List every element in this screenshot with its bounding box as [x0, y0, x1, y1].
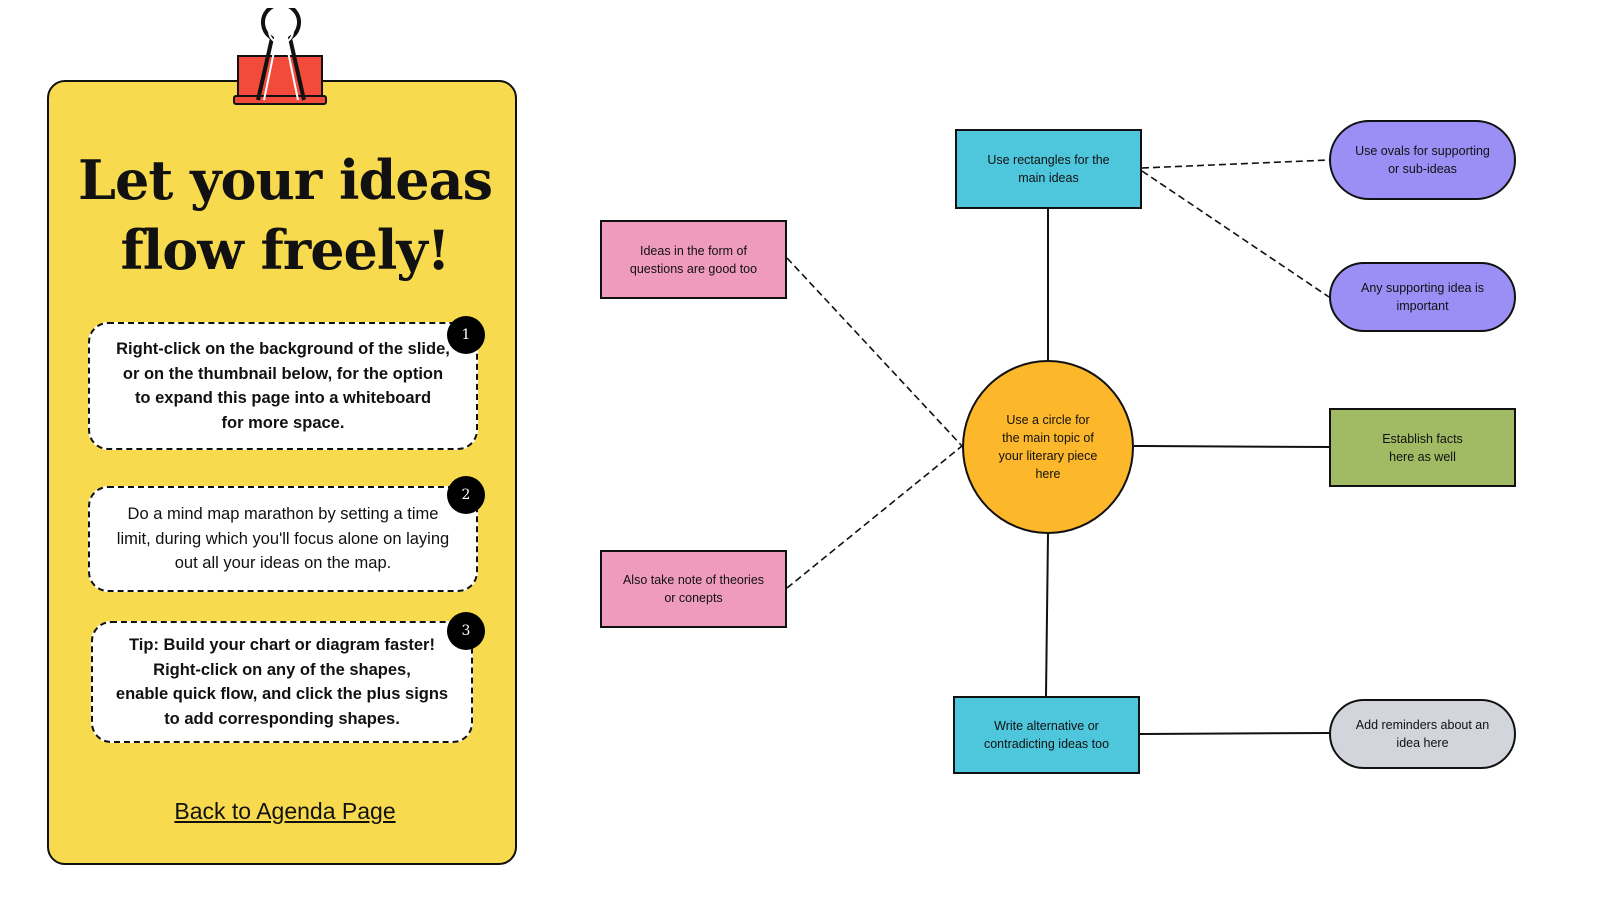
facts-rect[interactable]: Establish facts here as well: [1329, 408, 1516, 487]
oval-2-line-1: Any supporting idea is: [1361, 281, 1484, 295]
oval-1-line-1: Use ovals for supporting: [1355, 144, 1490, 158]
supporting-idea-oval-2[interactable]: Any supporting idea is important: [1329, 262, 1516, 332]
question-line-2: questions are good too: [629, 261, 758, 276]
reminders-line-2: idea here: [1396, 736, 1449, 750]
step-3-line-1: Tip: Build your chart or diagram faster!: [129, 636, 435, 654]
step-3-line-4: to add corresponding shapes.: [164, 709, 400, 728]
step-1-line-3: to expand this page into a whiteboard: [134, 389, 432, 407]
step-card-2: Do a mind map marathon by setting a time…: [88, 486, 478, 592]
facts-line-2: here as well: [1389, 449, 1456, 464]
step-3-line-3: enable quick flow, and click the plus si…: [115, 685, 449, 703]
connector-facts: [1133, 445, 1330, 448]
step-2-line-2: limit, during which you'll focus alone o…: [116, 529, 450, 548]
step-2-line-1: Do a mind map marathon by setting a time: [127, 505, 439, 524]
main-top-line-2: main ideas: [1018, 171, 1079, 185]
center-line-3: your literary piece: [998, 449, 1098, 463]
step-card-3: Tip: Build your chart or diagram faster!…: [91, 621, 473, 743]
connector-oval-2: [1141, 170, 1330, 298]
main-top-line-1: Use rectangles for the: [987, 153, 1110, 167]
main-idea-rect-bottom[interactable]: Write alternative or contradicting ideas…: [953, 696, 1140, 774]
step-1-line-1: Right-click on the background of the sli…: [116, 340, 450, 358]
step-3-line-2: Right-click on any of the shapes,: [153, 660, 411, 679]
connector-question: [786, 257, 963, 447]
connector-reminders: [1139, 732, 1330, 735]
theories-idea-rect[interactable]: Also take note of theories or conepts: [600, 550, 787, 628]
title-line-2: flow freely!: [120, 218, 450, 282]
question-line-1: Ideas in the form of: [639, 243, 747, 258]
step-2-line-3: out all your ideas on the map.: [174, 554, 392, 573]
supporting-idea-oval-1[interactable]: Use ovals for supporting or sub-ideas: [1329, 120, 1516, 200]
question-idea-rect[interactable]: Ideas in the form of questions are good …: [600, 220, 787, 299]
oval-1-line-2: or sub-ideas: [1388, 162, 1457, 176]
main-bottom-line-1: Write alternative or: [994, 719, 1099, 733]
center-line-1: Use a circle for: [1006, 413, 1090, 427]
page-title: Let your ideas flow freely!: [50, 145, 520, 285]
step-badge-3: 3: [447, 612, 485, 650]
step-badge-2: 2: [447, 476, 485, 514]
step-1-line-4: for more space.: [221, 413, 345, 432]
central-topic-circle[interactable]: Use a circle for the main topic of your …: [962, 360, 1134, 534]
connector-bottom-vertical: [1045, 533, 1049, 697]
oval-2-line-2: important: [1396, 299, 1449, 313]
step-card-1: Right-click on the background of the sli…: [88, 322, 478, 450]
back-to-agenda-link[interactable]: Back to Agenda Page: [174, 798, 396, 824]
binder-clip-icon: [233, 8, 327, 105]
connector-oval-1: [1141, 159, 1330, 169]
step-1-line-2: or on the thumbnail below, for the optio…: [122, 364, 444, 383]
center-line-4: here: [1035, 467, 1061, 481]
theories-line-1: Also take note of theories: [622, 573, 765, 587]
reminders-oval[interactable]: Add reminders about an idea here: [1329, 699, 1516, 769]
title-line-1: Let your ideas: [78, 148, 493, 212]
main-idea-rect-top[interactable]: Use rectangles for the main ideas: [955, 129, 1142, 209]
step-badge-1: 1: [447, 316, 485, 354]
reminders-line-1: Add reminders about an: [1355, 718, 1490, 732]
main-bottom-line-2: contradicting ideas too: [983, 737, 1110, 751]
connector-theories: [786, 445, 963, 589]
center-line-2: the main topic of: [1002, 431, 1094, 445]
theories-line-2: or conepts: [664, 591, 723, 605]
facts-line-1: Establish facts: [1382, 431, 1463, 446]
